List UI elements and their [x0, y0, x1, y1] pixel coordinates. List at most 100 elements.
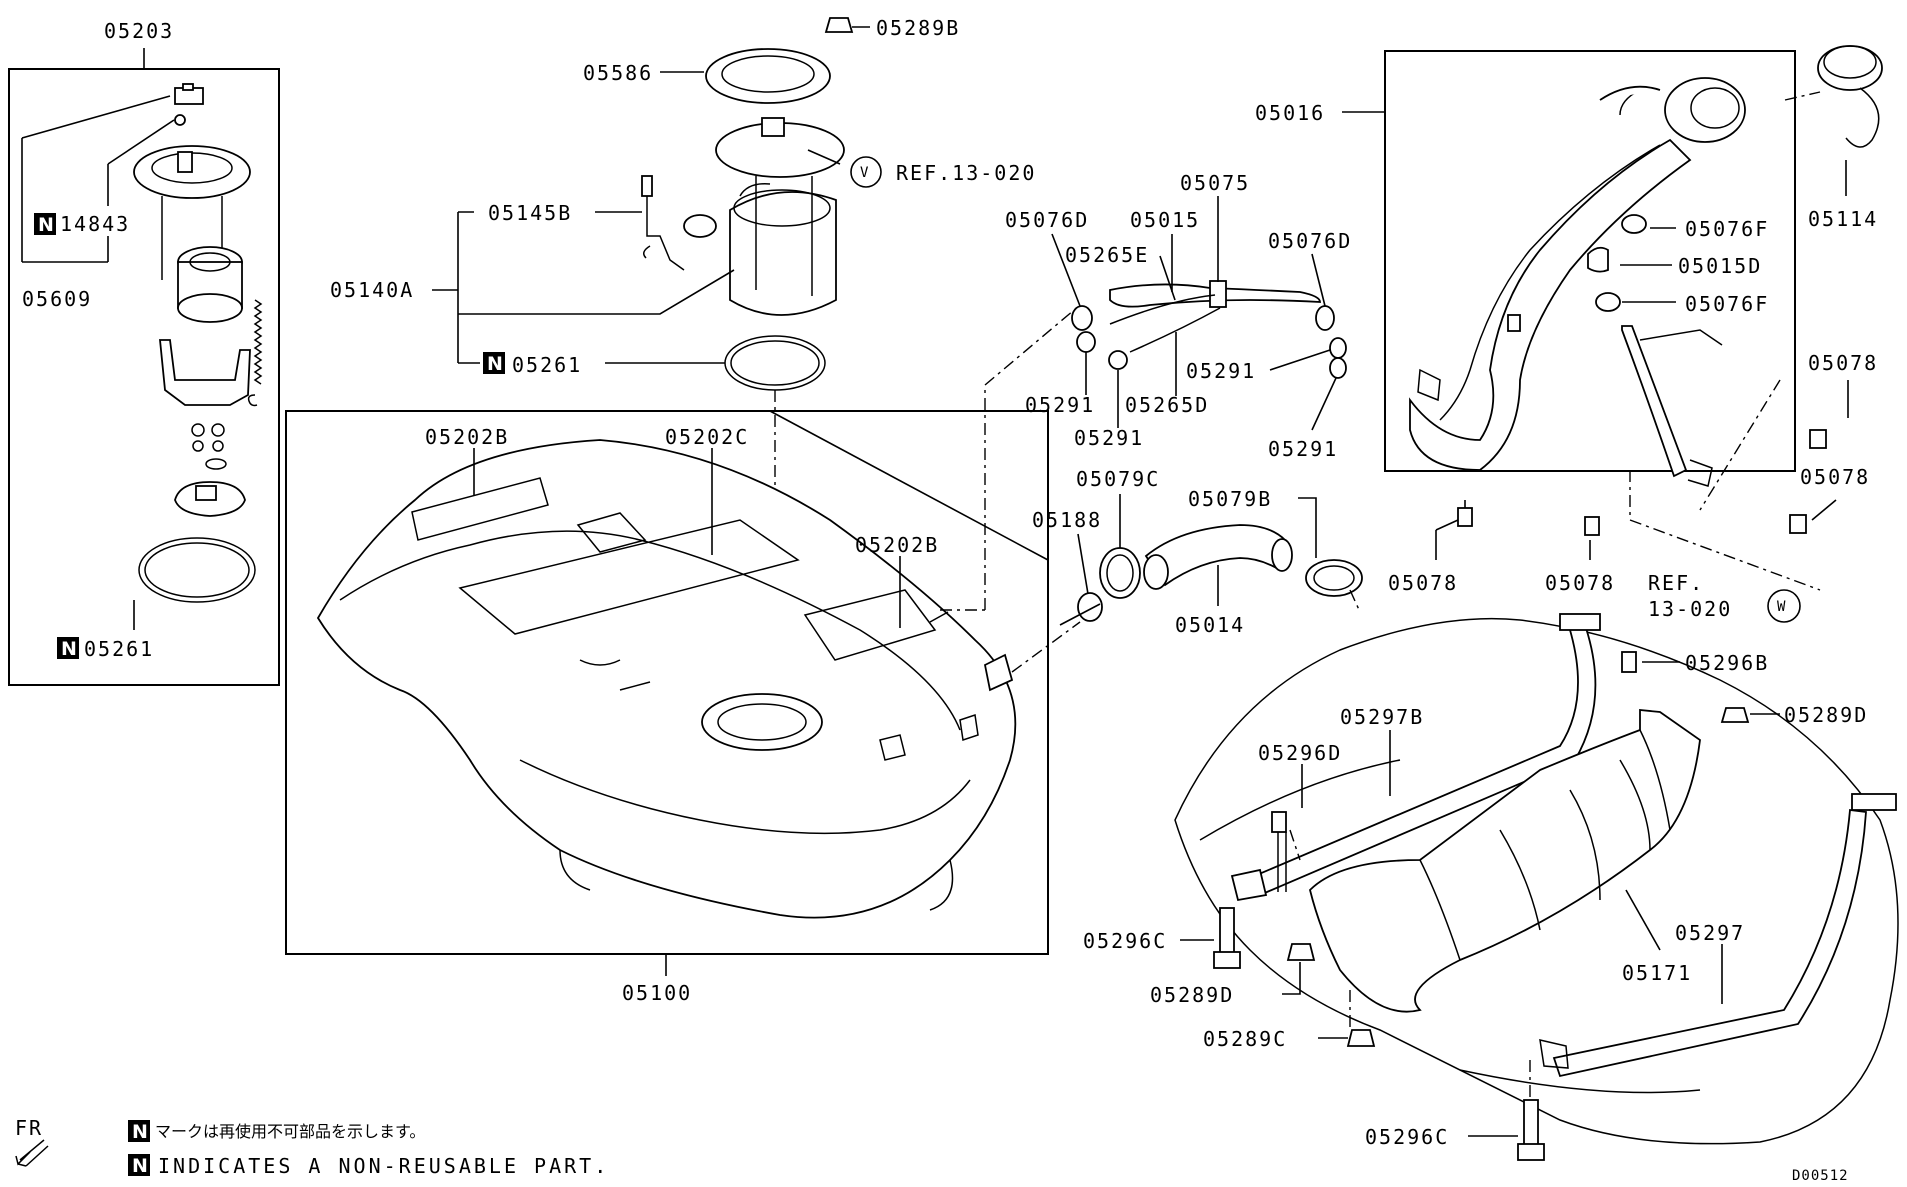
- label-05114: 05114: [1808, 207, 1878, 231]
- clamp-05291-a: [1076, 331, 1096, 353]
- label-05079B: 05079B: [1188, 487, 1272, 511]
- svg-text:N: N: [38, 214, 54, 236]
- clamp-05076F-lower: [1595, 292, 1621, 312]
- pump-bracket: [159, 339, 251, 406]
- label-14843: 14843: [60, 212, 130, 236]
- clamp-05076D-right: [1315, 305, 1335, 331]
- fuel-tank-frame: [285, 410, 1049, 955]
- bolt-05078-a: [1457, 507, 1473, 527]
- clamp-05291-c: [1329, 337, 1347, 359]
- label-05171: 05171: [1622, 961, 1692, 985]
- breather-pipe: [1621, 325, 1688, 478]
- pump-spring: [253, 299, 263, 385]
- label-05076D-right: 05076D: [1268, 229, 1352, 253]
- label-05014: 05014: [1175, 613, 1245, 637]
- label-05265E: 05265E: [1065, 243, 1149, 267]
- bolt-05078-d: [1789, 514, 1807, 534]
- label-ref-13-020-V: REF.13-020: [896, 161, 1036, 185]
- svg-text:N: N: [61, 638, 77, 660]
- tank-straps-group: 05297B 05171 05297 05296B 05289D 05296D …: [1083, 613, 1899, 1161]
- gas-cap: [1817, 45, 1883, 91]
- label-05289C: 05289C: [1203, 1027, 1287, 1051]
- n-badge-legend-en: [128, 1154, 150, 1176]
- tank-gasket-ring-left: [138, 537, 256, 603]
- hose-05015D: [1587, 246, 1609, 273]
- sender-float: [683, 214, 717, 238]
- label-05297B: 05297B: [1340, 705, 1424, 729]
- nut-05289D-lower: [1286, 943, 1316, 961]
- nut-05289B: [824, 17, 854, 33]
- pump-module-body: [729, 191, 837, 316]
- clamp-05291-d: [1329, 357, 1347, 379]
- tank-outline-phantom: [1174, 617, 1899, 1145]
- label-05261-left: 05261: [84, 637, 154, 661]
- pad-05202B-left: [411, 477, 549, 541]
- ref-circle-W: [1767, 589, 1801, 623]
- label-05265D: 05265D: [1125, 393, 1209, 417]
- n-badge-05261-center: [483, 352, 505, 374]
- tank-gasket-ring-center: [724, 335, 826, 391]
- pad-05202B-right: [803, 589, 937, 661]
- nut-05289C: [1346, 1029, 1376, 1047]
- label-05078-b: 05078: [1545, 571, 1615, 595]
- filler-neck-pipe: [1409, 138, 1692, 471]
- grommet-05188: [1077, 592, 1103, 622]
- label-05188: 05188: [1032, 508, 1102, 532]
- pad-05202C: [458, 519, 800, 635]
- label-05296B: 05296B: [1685, 651, 1769, 675]
- hose-05265E: [1109, 294, 1216, 325]
- fr-arrow-icon: [15, 1139, 49, 1167]
- strap-05297-end: [1851, 793, 1897, 811]
- label-05289D-lower: 05289D: [1150, 983, 1234, 1007]
- heat-shield-05171: [1309, 709, 1701, 1013]
- label-05015D: 05015D: [1678, 254, 1762, 278]
- label-05296D: 05296D: [1258, 741, 1342, 765]
- label-05076D-left: 05076D: [1005, 208, 1089, 232]
- n-badge-legend-jp: [128, 1120, 150, 1142]
- ref-letter-V: V: [860, 165, 869, 181]
- bolt-05296D: [1271, 811, 1287, 833]
- fuel-tank-group: 05100 05202B 05202C 05202B: [285, 304, 1081, 1005]
- gas-cap-tether: [1845, 87, 1880, 148]
- svg-text:N: N: [132, 1155, 148, 1177]
- label-05261-center: 05261: [512, 353, 582, 377]
- n-badge-05261-left: [57, 637, 79, 659]
- label-05202B-left: 05202B: [425, 425, 509, 449]
- legend-note-jp: マークは再使用不可部品を示します。: [155, 1122, 425, 1141]
- fuel-tank: [316, 439, 1017, 919]
- label-05140A: 05140A: [330, 278, 414, 302]
- lock-ring-05586: [705, 48, 831, 104]
- strap-05297: [1552, 808, 1867, 1078]
- bolt-05078-c: [1809, 429, 1827, 449]
- label-05145B: 05145B: [488, 201, 572, 225]
- bolt-05296B: [1621, 651, 1637, 673]
- tank-pump-opening: [701, 693, 823, 751]
- nut-05289D-upper: [1720, 707, 1750, 723]
- label-05015: 05015: [1130, 208, 1200, 232]
- label-05203: 05203: [104, 19, 174, 43]
- label-05078-a: 05078: [1388, 571, 1458, 595]
- bolt-05078-b: [1584, 516, 1600, 536]
- label-05291-b: 05291: [1074, 426, 1144, 450]
- label-05291-a: 05291: [1025, 393, 1095, 417]
- label-05076F-upper: 05076F: [1685, 217, 1769, 241]
- filler-hose-group: 05014 05079C 05079B 05188: [1032, 467, 1363, 637]
- legend-note-en: INDICATES A NON-REUSABLE PART.: [158, 1154, 609, 1178]
- label-05609: 05609: [22, 287, 92, 311]
- label-05296C-left: 05296C: [1083, 929, 1167, 953]
- sender-wire: [646, 196, 685, 271]
- label-05202C: 05202C: [665, 425, 749, 449]
- label-05016: 05016: [1255, 101, 1325, 125]
- label-05202B-right: 05202B: [855, 533, 939, 557]
- label-05100: 05100: [622, 981, 692, 1005]
- label-05586: 05586: [583, 61, 653, 85]
- filler-inlet: [1664, 77, 1746, 143]
- o-ring-small: [174, 114, 186, 126]
- label-05078-d: 05078: [1800, 465, 1870, 489]
- diagram-code: D00512: [1792, 1168, 1849, 1184]
- clamp-05076F-upper: [1621, 214, 1647, 234]
- label-05297: 05297: [1675, 921, 1745, 945]
- sender-connector: [641, 175, 653, 197]
- clamp-05076D-left: [1071, 305, 1093, 331]
